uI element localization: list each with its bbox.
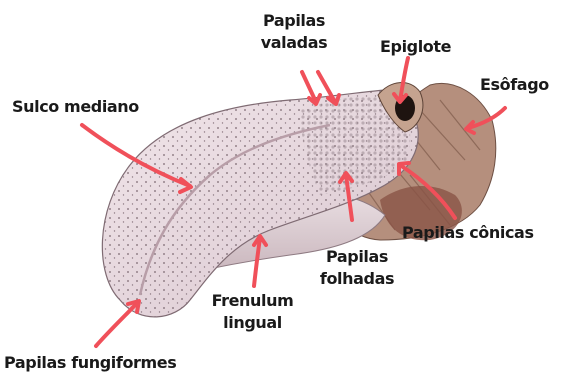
arrow-papilas-fungiformes xyxy=(96,302,138,346)
label-papilas-fungiformes: Papilas fungiformes xyxy=(4,352,176,374)
label-sulco-mediano: Sulco mediano xyxy=(12,96,139,118)
label-papilas-valadas-line1: Papilas xyxy=(254,10,334,32)
label-papilas-valadas-line2: valadas xyxy=(254,32,334,54)
label-esofago: Esôfago xyxy=(480,74,549,96)
label-frenulum-lingual-line1: Frenulum xyxy=(205,290,300,312)
label-epiglote: Epiglote xyxy=(380,36,451,58)
label-papilas-conicas: Papilas cônicas xyxy=(402,222,534,244)
label-papilas-folhadas-line2: folhadas xyxy=(312,268,402,290)
label-frenulum-lingual-line2: lingual xyxy=(205,312,300,334)
label-papilas-valadas: Papilas valadas xyxy=(254,10,334,54)
label-papilas-folhadas: Papilas folhadas xyxy=(312,246,402,290)
label-papilas-folhadas-line1: Papilas xyxy=(312,246,402,268)
label-frenulum-lingual: Frenulum lingual xyxy=(205,290,300,334)
